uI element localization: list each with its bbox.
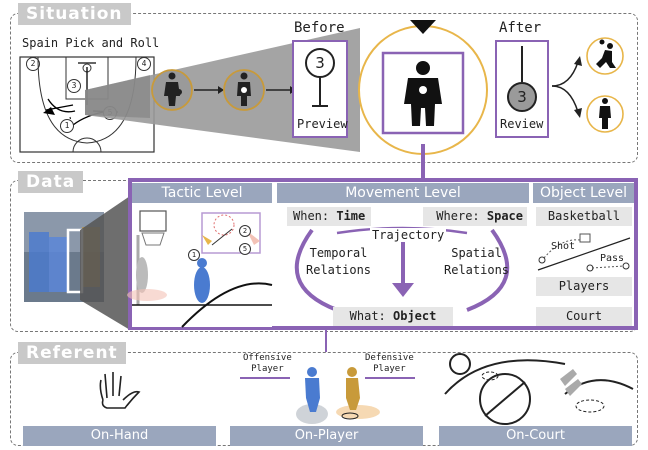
before-marker-stem [312,76,328,107]
what-prefix: What: [349,309,393,323]
where-value: Space [486,209,523,223]
after-label: After [499,20,542,36]
movement-level-title: Movement Level [277,183,529,203]
what-box: What: Object [333,307,453,326]
basketball-box: Basketball [536,207,632,226]
center-focus [358,20,488,155]
on-court-label: On-Court [439,426,632,446]
trajectory-label: Trajectory [370,228,447,242]
on-player-label: On-Player [230,426,423,446]
data-title: Data [18,171,84,193]
play-name: Spain Pick and Roll [22,36,160,50]
when-box: When: Time [287,207,371,226]
basketball-actions [537,233,631,272]
referent-title: Referent [18,342,126,364]
defensive-player-label: Defensive Player [365,353,414,374]
court-num-3: 3 [67,79,81,93]
outcome-branches [551,37,624,133]
situation-title: Situation [18,3,131,25]
preview-label: Preview [297,117,348,131]
court-num-4: 4 [137,57,151,71]
tactic-num-1: 1 [188,249,200,261]
review-label: Review [500,117,544,131]
player-sequence [151,69,296,111]
court-referent-sketch [444,353,634,425]
what-value: Object [393,309,437,323]
pass-label: Pass [600,253,625,264]
object-level-title: Object Level [533,183,634,203]
when-value: Time [336,209,366,223]
shot-label: Shot [551,241,576,252]
where-box: Where: Space [423,207,527,226]
after-marker-number: 3 [507,82,537,112]
when-prefix: When: [293,209,337,223]
situation-section [10,13,638,163]
temporal-relations: Temporal Relations [306,246,372,277]
players-box: Players [536,277,632,296]
tactic-num-2: 2 [239,225,251,237]
court-num-2: 2 [26,57,40,71]
before-label: Before [294,20,345,36]
after-marker-stem [521,46,523,82]
hand-icon [99,372,141,409]
movement-arcs [294,226,510,312]
player-referent-figure [240,367,415,424]
on-hand-label: On-Hand [23,426,216,446]
where-prefix: Where: [436,209,487,223]
court-box: Court [536,307,632,326]
spatial-relations: Spatial Relations [444,246,510,277]
tactic-level-title: Tactic Level [132,183,272,203]
offensive-player-label: Offensive Player [243,353,292,374]
court-num-1: 1 [60,119,74,133]
tactic-num-5: 5 [239,243,251,255]
